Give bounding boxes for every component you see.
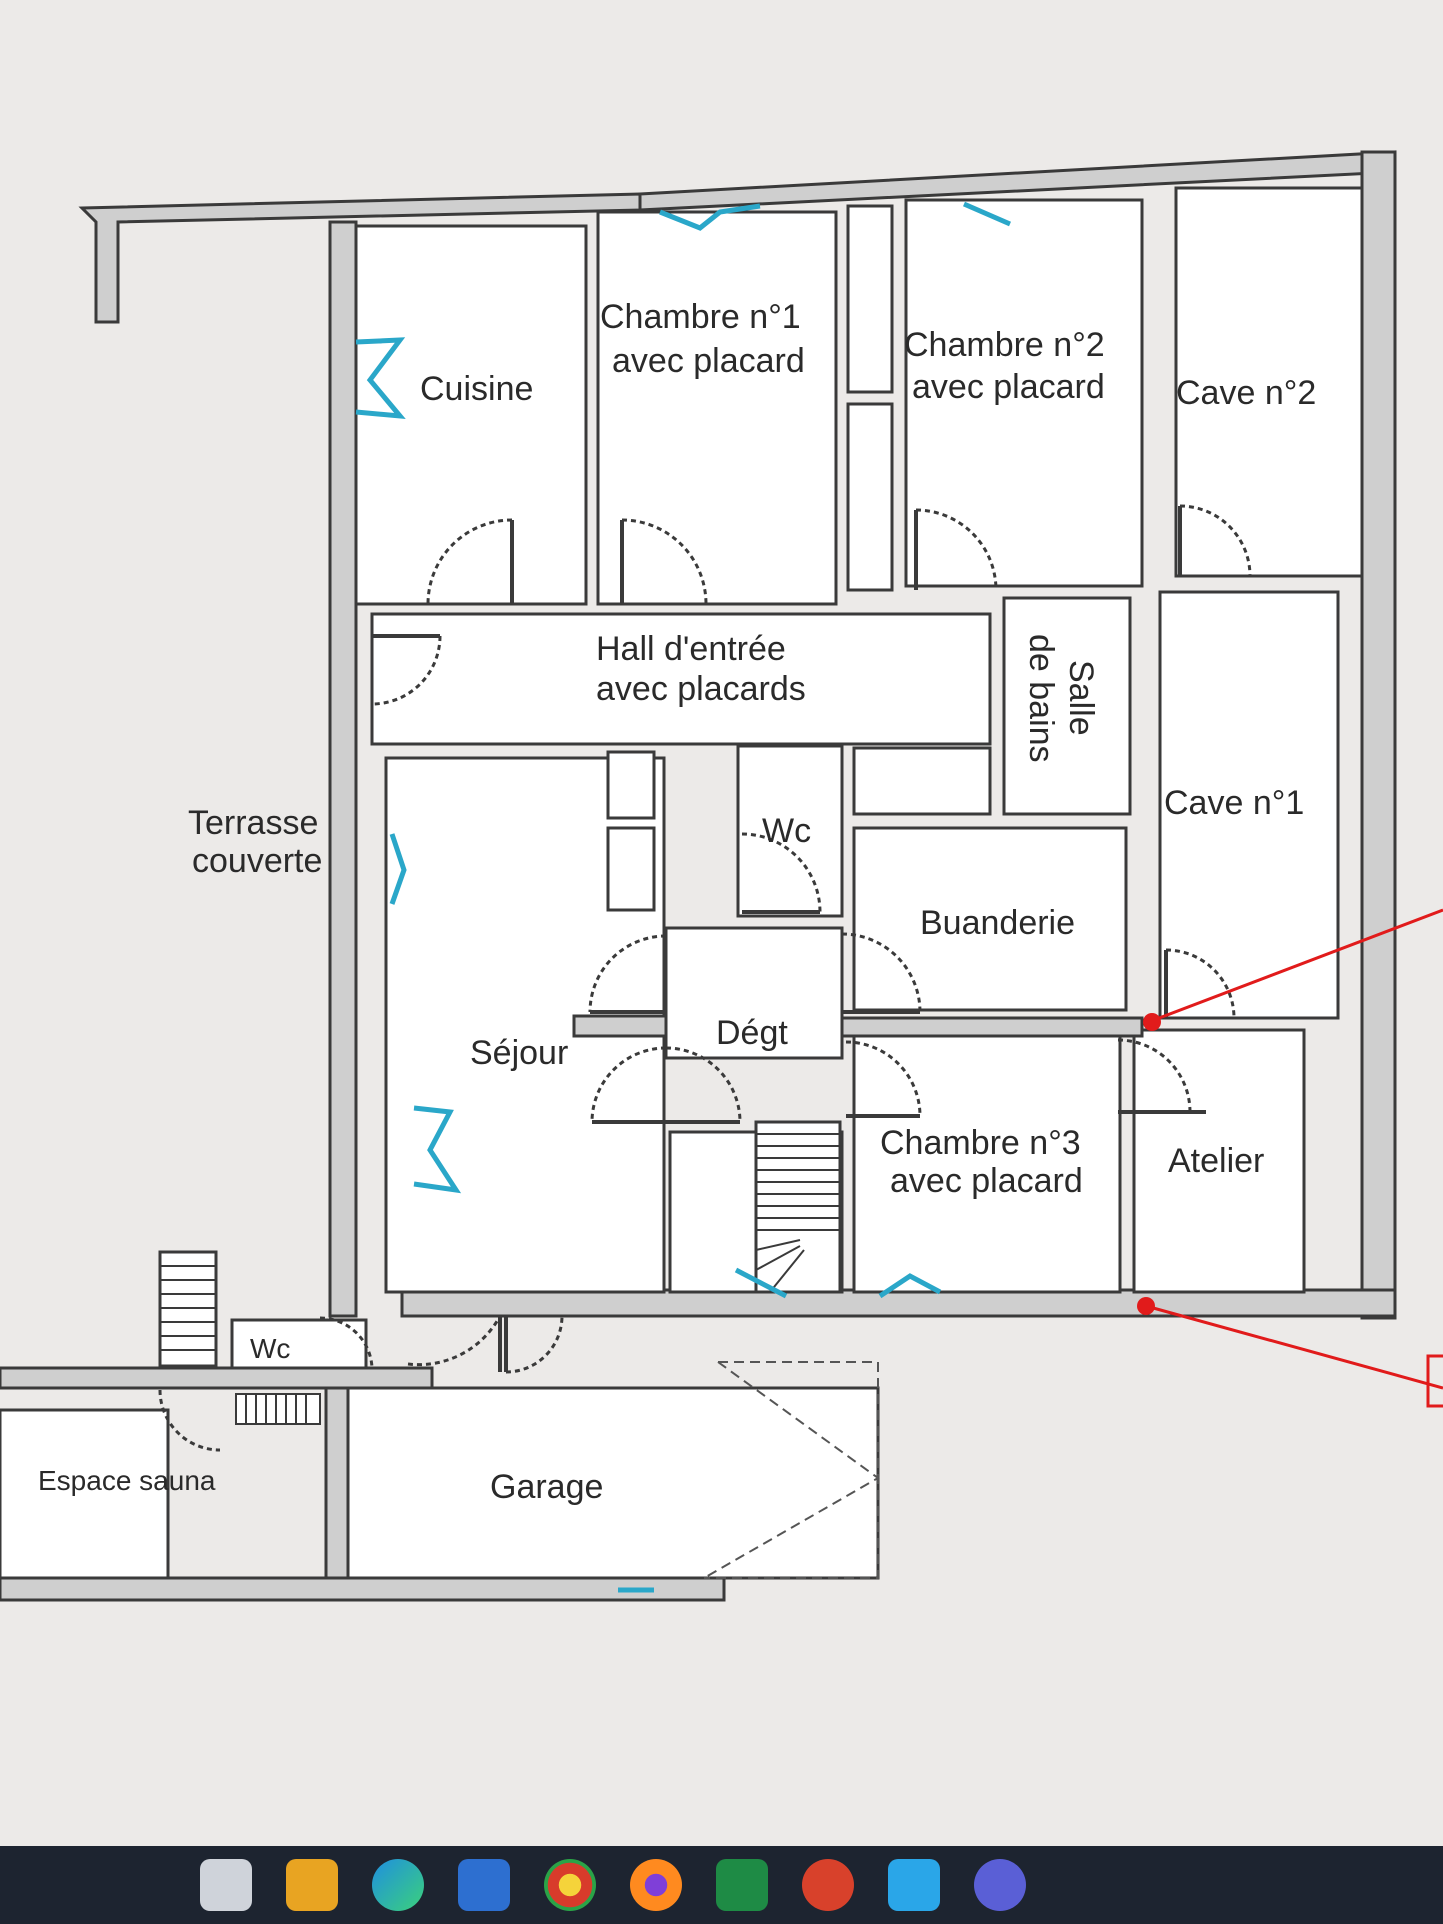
- app-icon[interactable]: [802, 1859, 854, 1911]
- folder-icon[interactable]: [286, 1859, 338, 1911]
- door-wc-upper: [741, 832, 822, 914]
- label-hall-line2: avec placards: [596, 670, 806, 708]
- label-atelier: Atelier: [1168, 1142, 1264, 1180]
- room-cave-1: [1158, 590, 1340, 1020]
- label-salle-line2: de bains: [1022, 634, 1060, 763]
- room-hall: [370, 612, 992, 746]
- label-chambre-1-line2: avec placard: [612, 342, 805, 380]
- door-garage-2: [504, 1315, 564, 1374]
- door-cuisine: [426, 518, 514, 605]
- interior-wall-buanderie: [840, 1016, 1144, 1038]
- closet-sejour-2: [606, 826, 656, 912]
- label-cave-2: Cave n°2: [1176, 374, 1316, 412]
- edge-browser-icon[interactable]: [372, 1859, 424, 1911]
- staircase-main: [754, 1120, 842, 1294]
- floor-plan: Chambre n°1 avec placard Chambre n°2 ave…: [0, 150, 1443, 1602]
- label-wc-lower: Wc: [250, 1333, 290, 1364]
- door-chambre-1: [620, 518, 708, 605]
- label-cuisine: Cuisine: [420, 370, 533, 408]
- label-chambre-3-line2: avec placard: [890, 1162, 1083, 1200]
- closet-lower: [846, 402, 894, 592]
- door-cave-1: [1164, 948, 1236, 1019]
- outer-wall-bottom: [400, 1288, 1397, 1318]
- red-annotation-arrows: [1137, 908, 1443, 1408]
- door-chambre-2: [914, 508, 998, 591]
- room-chambre-3: [852, 1034, 1122, 1294]
- room-salle-de-bains: [1002, 596, 1132, 816]
- firefox-icon[interactable]: [630, 1859, 682, 1911]
- garage-wall-left: [324, 1386, 350, 1580]
- room-chambre-1: [596, 210, 838, 606]
- closet-upper: [846, 204, 894, 394]
- door-sauna: [158, 1389, 221, 1452]
- door-hall-entry: [371, 634, 442, 706]
- room-chambre-2: [904, 198, 1144, 588]
- garage-door-swing: [703, 1361, 880, 1579]
- lower-wall-top: [0, 1366, 434, 1390]
- label-salle-line1: Salle: [1062, 660, 1100, 736]
- door-sejour: [588, 934, 667, 1014]
- label-terrasse-line1: Terrasse: [188, 804, 318, 842]
- garage-door-outline: [704, 1361, 879, 1579]
- room-degagement: [664, 926, 844, 1060]
- staircase-lower: [158, 1250, 321, 1425]
- app-icon-2[interactable]: [888, 1859, 940, 1911]
- door-cave-2: [1178, 504, 1252, 577]
- door-atelier: [1117, 1038, 1206, 1114]
- outer-wall-right: [1360, 150, 1397, 1320]
- door-degt-stairs: [665, 1046, 742, 1124]
- door-sejour-lower: [590, 1046, 667, 1124]
- room-buanderie: [852, 826, 1128, 1012]
- windows: [355, 201, 1011, 1593]
- chrome-icon[interactable]: [544, 1859, 596, 1911]
- app-icon-3[interactable]: [974, 1859, 1026, 1911]
- label-chambre-2-line1: Chambre n°2: [904, 326, 1105, 364]
- outer-wall-left: [328, 220, 358, 1318]
- room-wc-lower: [230, 1318, 368, 1370]
- lower-wall-bottom: [0, 1576, 726, 1602]
- door-wc-lower: [319, 1316, 374, 1369]
- label-cave-1: Cave n°1: [1164, 784, 1304, 822]
- label-degt: Dégt: [716, 1014, 788, 1052]
- label-garage: Garage: [490, 1468, 603, 1506]
- closet-hall-right: [852, 746, 992, 816]
- door-chambre-3: [845, 1040, 922, 1118]
- label-hall-line1: Hall d'entrée: [596, 630, 786, 668]
- room-garage: [346, 1386, 880, 1580]
- door-garage-1: [407, 1315, 502, 1372]
- label-terrasse-line2: couverte: [192, 842, 322, 880]
- label-espace-sauna: Espace sauna: [38, 1465, 216, 1496]
- room-atelier: [1132, 1028, 1306, 1294]
- label-wc-upper: Wc: [762, 812, 811, 850]
- closet-sejour-1: [606, 750, 656, 820]
- taskbar: [0, 1846, 1443, 1924]
- label-buanderie: Buanderie: [920, 904, 1075, 942]
- label-chambre-1-line1: Chambre n°1: [600, 298, 801, 336]
- label-chambre-3-line1: Chambre n°3: [880, 1124, 1081, 1162]
- room-espace-sauna: [0, 1408, 170, 1580]
- room-wc-upper: [736, 744, 844, 918]
- label-sejour: Séjour: [470, 1034, 568, 1072]
- interior-wall-sejour: [572, 1014, 668, 1038]
- excel-icon[interactable]: [716, 1859, 768, 1911]
- store-icon[interactable]: [458, 1859, 510, 1911]
- label-chambre-2-line2: avec placard: [912, 368, 1105, 406]
- file-explorer-icon[interactable]: [200, 1859, 252, 1911]
- door-buanderie: [841, 932, 922, 1014]
